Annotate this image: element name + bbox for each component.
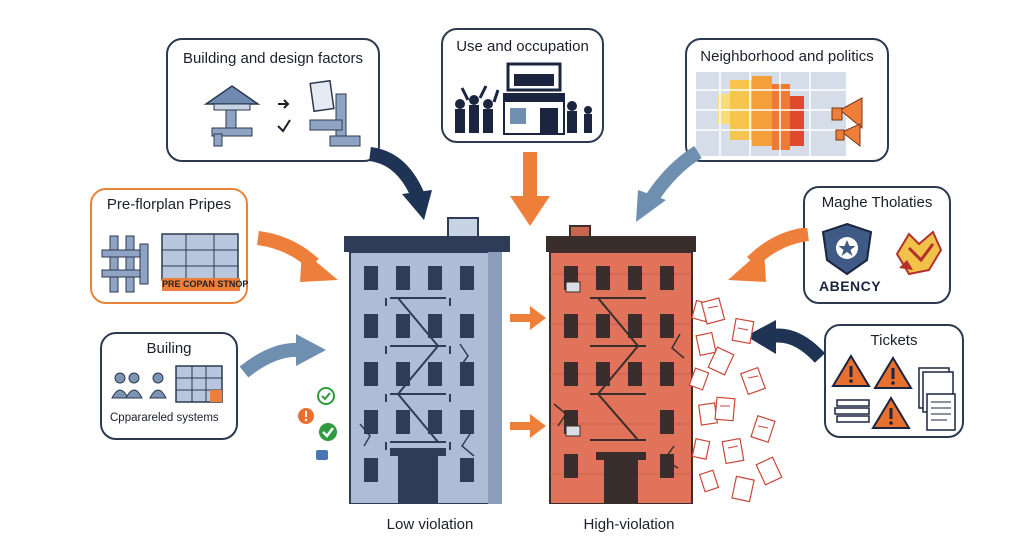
high-violation-building (546, 225, 720, 504)
arrow-pre-floorplan (256, 231, 338, 282)
arrow-between-top (510, 306, 546, 330)
arrow-use-occupation (510, 152, 550, 226)
check-icon (317, 387, 335, 405)
check-icon (319, 423, 337, 441)
tickets-box: Tickets (824, 324, 964, 438)
window (364, 266, 378, 290)
builing-title: Builing (146, 340, 192, 357)
arrow-builing (240, 334, 326, 378)
use-occupation-title: Use and occupation (456, 38, 589, 55)
window (364, 458, 378, 482)
arrow-neighborhood (636, 146, 702, 222)
high-violation-label: High-violation (583, 516, 675, 533)
window (396, 266, 410, 290)
pre-floorplan-title: Pre-florplan Pripes (106, 196, 232, 213)
window (428, 362, 442, 386)
window (460, 410, 474, 434)
window (460, 266, 474, 290)
window (364, 362, 378, 386)
pre-floorplan-box: Pre-florplan Pripes PRE COPAN STNOP (90, 188, 248, 304)
people-grid-icon (111, 365, 223, 403)
window (460, 458, 474, 482)
window (396, 362, 410, 386)
window (460, 362, 474, 386)
arrow-maghe (728, 228, 810, 282)
chat-icon (316, 450, 328, 460)
warning-tickets-icon (831, 354, 956, 431)
tickets-title: Tickets (870, 332, 918, 349)
window (364, 314, 378, 338)
scattered-papers (700, 297, 783, 503)
heatmap-megaphone-icon (696, 72, 863, 156)
builing-box: Builing Cpparareled systems (100, 332, 238, 440)
window (460, 314, 474, 338)
use-occupation-box: Use and occupation (441, 28, 604, 143)
crowd-storefront-icon (455, 62, 592, 135)
agency-label: ABENCY (819, 278, 882, 294)
maghe-title: Maghe Tholaties (821, 194, 933, 211)
window (396, 314, 410, 338)
arrow-between-bottom (510, 414, 546, 438)
neighborhood-title: Neighborhood and politics (700, 48, 874, 65)
roof-pipes-icon (203, 79, 361, 147)
pre-floorplan-stamp: PRE COPAN STNOP (162, 278, 249, 291)
window (428, 266, 442, 290)
window (364, 410, 378, 434)
building-design-box: Building and design factors (166, 38, 380, 162)
maghe-box: Maghe Tholaties ABENCY (803, 186, 951, 304)
window (396, 410, 410, 434)
building-design-title: Building and design factors (182, 50, 364, 67)
low-violation-building (344, 217, 510, 504)
builing-subtitle: Cpparareled systems (110, 412, 219, 424)
low-violation-label: Low violation (386, 516, 474, 533)
window (428, 314, 442, 338)
status-icons (298, 387, 337, 460)
neighborhood-box: Neighborhood and politics (685, 38, 889, 162)
arrow-building-design (368, 147, 432, 220)
arrow-tickets (746, 320, 824, 363)
badge-icon (821, 222, 873, 276)
broken-debris-icon (895, 230, 943, 276)
window (428, 410, 442, 434)
